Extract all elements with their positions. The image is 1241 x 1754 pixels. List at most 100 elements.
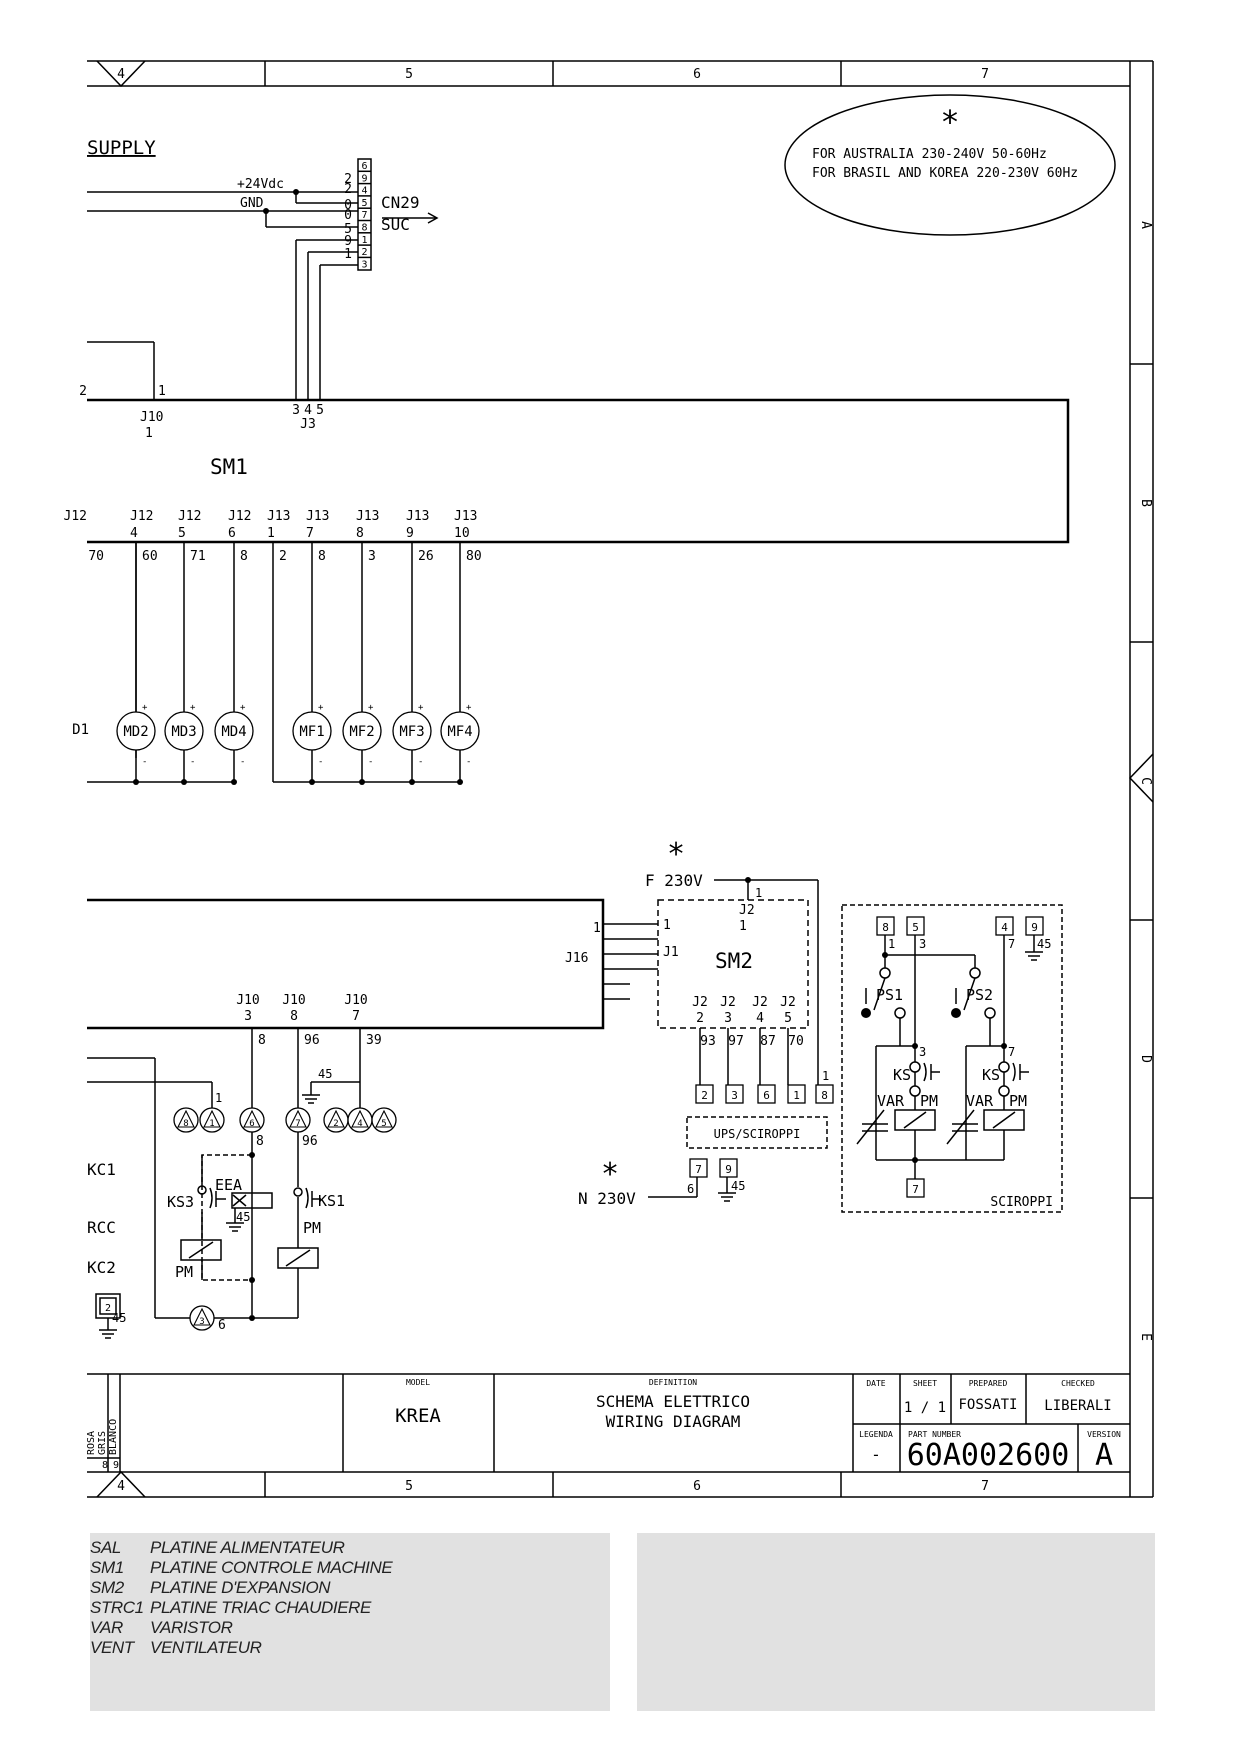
- note-line-brasil-korea: FOR BRASIL AND KOREA 220-230V 60Hz: [812, 166, 1078, 181]
- var-label-left: VAR: [877, 1092, 905, 1110]
- rcc-label: RCC: [87, 1218, 116, 1237]
- n-terminal-box: [719, 1158, 738, 1178]
- sciroppi-terminal-box-label: 5: [912, 921, 919, 934]
- grid-row-label: B: [1138, 499, 1153, 507]
- kc2-label: KC2: [87, 1258, 116, 1277]
- sm1-j10-label: J10: [140, 410, 163, 425]
- definition-line-1: SCHEMA ELETTRICO: [596, 1392, 750, 1411]
- connector-number: 1: [209, 1119, 214, 1129]
- connector-triangle: [203, 1109, 221, 1128]
- connector-circle: [239, 1107, 265, 1133]
- sm2-n-asterisk: *: [601, 1157, 619, 1192]
- sm1-connector-group: J12: [178, 509, 201, 524]
- sciroppi-title: SCIROPPI: [990, 1195, 1053, 1210]
- connector-number: 5: [381, 1119, 386, 1129]
- sm1-connector-pin: 6: [228, 526, 236, 541]
- sciroppi-wire-number: 7: [1008, 937, 1015, 951]
- grid-column-label: 6: [693, 1479, 701, 1494]
- j10-output-pin: 7: [352, 1009, 360, 1024]
- pm-label-left: PM: [920, 1092, 938, 1110]
- kc2-ground-label: 45: [112, 1311, 126, 1325]
- sm1-wire-number: 26: [418, 549, 434, 564]
- motor-minus: -: [368, 757, 373, 767]
- sm1-connector-group: J12: [130, 509, 153, 524]
- grid-column-label: 5: [405, 1479, 413, 1494]
- sm2-j2-output-pin: 2: [696, 1011, 704, 1026]
- j10-output-wire: 8: [258, 1033, 266, 1048]
- motor-plus: +: [190, 703, 196, 713]
- supply-f-230v: F 230V: [645, 871, 703, 890]
- model-caption: MODEL: [406, 1378, 430, 1387]
- j10-output-wire: 96: [304, 1033, 320, 1048]
- var-label-right: VAR: [966, 1092, 994, 1110]
- connector-triangle: [289, 1109, 307, 1128]
- sm2-j2-output-wire: 87: [760, 1034, 776, 1049]
- sciroppi-node-left: 3: [919, 1045, 926, 1059]
- sm1-wire-number: 8: [318, 549, 326, 564]
- sm1-partial-connector-label: J12: [64, 509, 87, 524]
- ups-terminal-box: [815, 1084, 834, 1104]
- motor-return-junction: [457, 779, 463, 785]
- grid-row-label: A: [1138, 221, 1153, 229]
- wire-8-label: 8: [256, 1134, 264, 1149]
- sm1-label: SM1: [210, 455, 248, 479]
- connector-circle: [173, 1107, 199, 1133]
- sm1-connector-pin: 4: [130, 526, 138, 541]
- gnd-junction: [263, 208, 269, 214]
- bottom-connector-number: 3: [199, 1317, 204, 1327]
- motor-label: MF3: [399, 724, 424, 740]
- n-terminal-box-label: 9: [725, 1163, 732, 1176]
- sm2-j2-output-wire: 70: [788, 1034, 804, 1049]
- legenda-caption: LEGENDA: [859, 1430, 893, 1439]
- j16-pin: 1: [593, 921, 601, 936]
- sciroppi-bottom-box-label: 7: [912, 1183, 919, 1196]
- junction-dot: [249, 1315, 255, 1321]
- sm2-f-junction: [745, 877, 751, 883]
- motor-label: MF1: [299, 724, 324, 740]
- sm2-j2-output-pin: 4: [756, 1011, 764, 1026]
- n-terminal-box-label: 7: [695, 1163, 702, 1176]
- definition-line-2: WIRING DIAGRAM: [606, 1412, 741, 1431]
- motor-plus: +: [466, 703, 472, 713]
- legend-code: VAR: [90, 1618, 123, 1637]
- bottom-wire-number: 6: [218, 1318, 226, 1333]
- j10-output-label: J10: [344, 993, 367, 1008]
- ks-label-left: KS: [893, 1066, 911, 1084]
- sciroppi-terminal-box-label: 4: [1001, 921, 1008, 934]
- cn29-wire-number: 1: [344, 247, 352, 262]
- cn29-label: CN29: [381, 193, 420, 212]
- sm1-connector-group: J13: [406, 509, 429, 524]
- sciroppi-terminal-box: [1025, 916, 1044, 936]
- ps2-label: PS2: [966, 986, 993, 1004]
- cn29-pin-number: 6: [361, 161, 367, 172]
- pm-label-right: PM: [1009, 1092, 1027, 1110]
- sciroppi-wire-number: 3: [919, 937, 926, 951]
- motor-minus: -: [142, 757, 147, 767]
- ps1-contact: [861, 1008, 871, 1018]
- cn29-pin-number: 9: [361, 173, 367, 184]
- sm2-j2-output-label: J2: [692, 995, 708, 1010]
- version-caption: VERSION: [1087, 1430, 1121, 1439]
- legend-code: VENT: [90, 1638, 134, 1657]
- grid-row-label: D: [1138, 1055, 1153, 1063]
- note-asterisk: *: [940, 103, 959, 141]
- connector-number: 4: [357, 1119, 362, 1129]
- bottom-connector-triangle: [193, 1307, 211, 1326]
- ups-terminal-box-label: 6: [763, 1089, 770, 1102]
- sm1-wire-number: 71: [190, 549, 206, 564]
- legend-code: SAL: [90, 1538, 121, 1557]
- ups-terminal-box: [725, 1084, 744, 1104]
- legend-code: SM2: [90, 1578, 124, 1597]
- cn29-destination: SUC: [381, 215, 410, 234]
- ups-terminal-box: [695, 1084, 714, 1104]
- connector-number: 7: [295, 1119, 300, 1129]
- connector-circle: [285, 1107, 311, 1133]
- pm-label-load: PM: [303, 1219, 321, 1237]
- ups-terminal-box-label: 1: [793, 1089, 800, 1102]
- wire-color-name: BLANCO: [108, 1419, 119, 1455]
- j16-label: J16: [565, 951, 588, 966]
- junction-dot: [249, 1152, 255, 1158]
- connector-circle: [371, 1107, 397, 1133]
